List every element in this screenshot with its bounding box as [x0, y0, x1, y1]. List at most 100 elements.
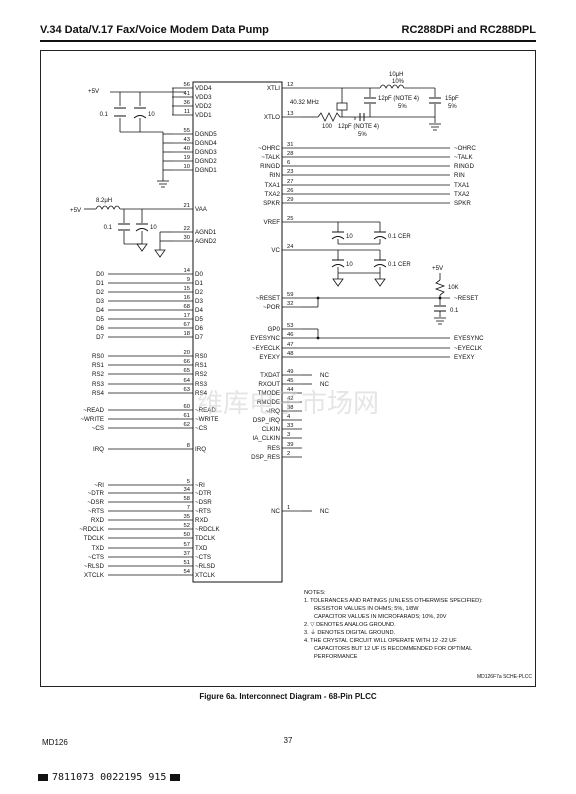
pin-name: ~CS: [195, 425, 207, 432]
pin-number: 36: [184, 100, 190, 106]
signal-label: RS3: [92, 381, 105, 388]
pin-number: 31: [287, 142, 293, 148]
pin-number: 62: [184, 422, 190, 428]
cap-value: 0.1: [100, 112, 109, 118]
pin-name: CLKIN: [262, 426, 280, 433]
pin-number: 39: [287, 442, 293, 448]
cap-value: 12pF (NOTE 4): [338, 124, 379, 130]
cap-plate-curved: [373, 236, 387, 240]
pin-number: 34: [184, 487, 191, 493]
signal-label: ~WRITE: [80, 416, 104, 423]
diagram-frame: [40, 50, 536, 687]
pin-number: 15: [184, 286, 190, 292]
pin-number: 58: [184, 496, 190, 502]
notes-line: RESISTOR VALUES IN OHMS; 5%, 1/8W: [314, 606, 419, 612]
pin-name: TDCLK: [195, 535, 216, 542]
pin-name: VREF: [263, 219, 280, 226]
pin-name: ~OHRC: [258, 145, 280, 152]
pin-number: 61: [184, 413, 190, 419]
pin-number: 54: [184, 569, 191, 575]
cap-tolerance: 5%: [448, 104, 457, 110]
pin-number: 16: [184, 295, 190, 301]
crystal-value: 40.32 MHz: [290, 100, 319, 106]
pin-number: 55: [184, 128, 190, 134]
pin-name: AGND2: [195, 238, 217, 245]
pin-number: 19: [184, 155, 190, 161]
cap-value: 0.1 CER: [388, 262, 411, 268]
pin-number: 66: [184, 359, 190, 365]
signal-label: SPKR: [454, 200, 471, 207]
pin-number: 49: [287, 369, 293, 375]
inductor: [379, 84, 405, 89]
nc-label: NC: [320, 381, 329, 388]
analog-ground: [154, 249, 166, 258]
pin-name: RIN: [269, 172, 280, 179]
signal-label: RS0: [92, 353, 105, 360]
notes-line: PERFORMANCE: [314, 654, 358, 660]
signal-label: ~RESET: [454, 295, 478, 302]
pin-number: 8: [187, 443, 190, 449]
pin-number: 10: [184, 164, 190, 170]
pin-name: RINGD: [260, 163, 280, 170]
resistor-value: 100: [322, 124, 333, 130]
header-part-number: RC288DPi and RC288DPL: [401, 24, 537, 36]
notes-line: 1. TOLERANCES AND RATINGS (UNLESS OTHERW…: [304, 598, 483, 604]
pin-number: 41: [184, 91, 190, 97]
figure-caption: Figure 6a. Interconnect Diagram - 68-Pin…: [199, 692, 377, 701]
resistor-100: [317, 112, 341, 122]
pin-name: EYEXY: [259, 354, 280, 361]
signal-label: ~RLSD: [84, 563, 105, 570]
pin-number: 7: [187, 505, 190, 511]
pin-name: ~IRQ: [265, 408, 280, 415]
pin-name: SPKR: [263, 200, 280, 207]
pin-number: 12: [287, 82, 293, 88]
nc-label: NC: [320, 508, 329, 515]
pin-name: D7: [195, 334, 203, 341]
pin-number: 23: [287, 169, 293, 175]
pin-number: 11: [184, 109, 190, 115]
pin-name: RXOUT: [258, 381, 280, 388]
pin-name: TXA1: [265, 182, 281, 189]
signal-label: ~EYECLK: [454, 345, 483, 352]
signal-label: RIN: [454, 172, 465, 179]
pin-name: D3: [195, 298, 203, 305]
pin-name: IRQ: [195, 446, 206, 453]
inductor: [95, 205, 121, 210]
pin-name: DGND3: [195, 149, 217, 156]
pin-name: D2: [195, 289, 203, 296]
resistor-value: 10K: [448, 285, 459, 291]
signal-label: ~RI: [94, 482, 104, 489]
pin-number: 13: [287, 111, 293, 117]
signal-label: TXD: [92, 545, 105, 552]
cap-value: 0.1: [104, 225, 113, 231]
signal-label: EYESYNC: [454, 335, 484, 342]
pin-number: 5: [187, 479, 190, 485]
pin-name: ~TALK: [261, 154, 281, 161]
signal-label: RS4: [92, 390, 105, 397]
pin-name: ~DTR: [195, 490, 212, 497]
pin-name: TMODE: [258, 390, 280, 397]
signal-label: D3: [96, 298, 104, 305]
pin-number: 27: [287, 179, 293, 185]
pin-number: 59: [287, 292, 293, 298]
pin-number: 65: [184, 368, 190, 374]
notes-line: 4. THE CRYSTAL CIRCUIT WILL OPERATE WITH…: [304, 638, 457, 644]
pin-number: 9: [187, 277, 190, 283]
cap-value: 10: [148, 112, 155, 118]
pin-name: ~EYECLK: [252, 345, 281, 352]
pin-name: TXA2: [265, 191, 281, 198]
pin-name: XTLI: [267, 85, 280, 92]
pin-number: 40: [184, 146, 190, 152]
pin-name: VAA: [195, 206, 208, 213]
signal-label: RS1: [92, 362, 105, 369]
pin-name: TXD: [195, 545, 208, 552]
notes-title: NOTES:: [304, 590, 326, 596]
crystal: [336, 102, 348, 111]
pin-number: 33: [287, 423, 293, 429]
supply-label: +5V: [432, 265, 444, 272]
header-rule: [40, 40, 536, 42]
signal-label: RXD: [91, 517, 105, 524]
pin-number: 67: [184, 322, 190, 328]
pin-number: 52: [184, 523, 190, 529]
pin-number: 24: [287, 244, 294, 250]
